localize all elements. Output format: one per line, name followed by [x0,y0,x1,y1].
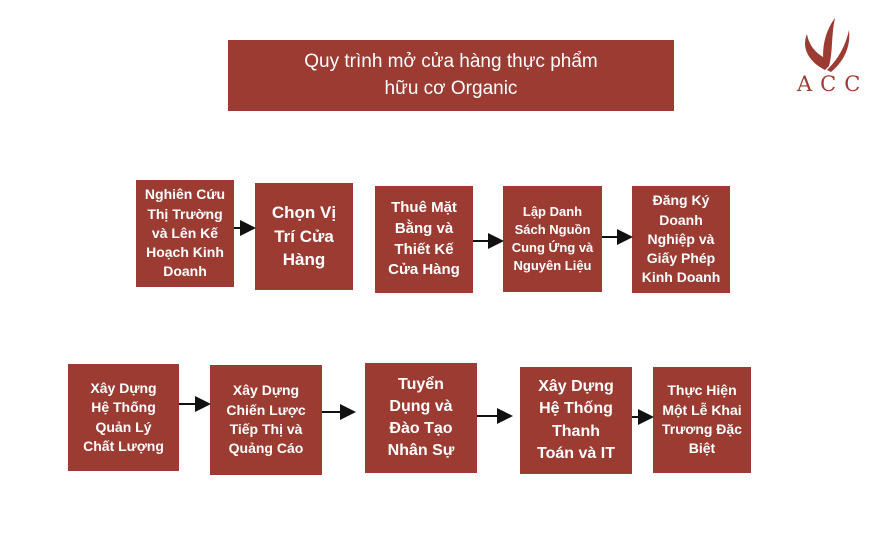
step-business-registration: Đăng Ký Doanh Nghiệp và Giấy Phép Kinh D… [632,186,730,293]
step-marketing: Xây Dựng Chiến Lược Tiếp Thị và Quảng Cá… [210,365,322,475]
step-payment-it: Xây Dựng Hệ Thống Thanh Toán và IT [520,367,632,474]
step-suppliers: Lập Danh Sách Nguồn Cung Ứng và Nguyên L… [503,186,602,292]
flame-leaf-icon [805,18,850,72]
logo-text: ACC [797,72,869,96]
step-grand-opening: Thực Hiện Một Lễ Khai Trương Đặc Biệt [653,367,751,473]
step-recruitment: Tuyển Dụng và Đào Tạo Nhân Sự [365,363,477,473]
step-market-research: Nghiên Cứu Thị Trường và Lên Kế Hoạch Ki… [136,180,234,287]
step-lease-design: Thuê Mặt Bằng và Thiết Kế Cửa Hàng [375,186,473,293]
diagram-title: Quy trình mở cửa hàng thực phẩm hữu cơ O… [228,40,674,111]
step-quality-system: Xây Dựng Hệ Thống Quản Lý Chất Lượng [68,364,179,471]
step-choose-location: Chọn Vị Trí Cửa Hàng [255,183,353,290]
